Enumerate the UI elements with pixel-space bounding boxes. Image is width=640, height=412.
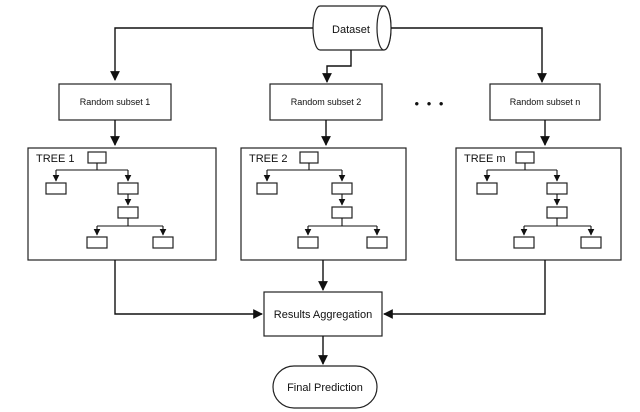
tree-node: [256, 182, 278, 195]
edge-dataset-subset2: [322, 50, 352, 83]
tree-1-panel: TREE 1: [27, 147, 217, 261]
tree-node: [366, 236, 388, 249]
tree-m-panel: TREE m: [455, 147, 622, 261]
tree-node: [297, 236, 319, 249]
edge-dataset-subsetn: [391, 27, 547, 83]
final-prediction-node: [272, 365, 378, 409]
subset-2-label: Random subset 2: [291, 97, 362, 107]
aggregation-box: [263, 291, 383, 337]
tree-1-label: TREE 1: [36, 153, 75, 165]
dataset-label: Dataset: [332, 24, 370, 36]
tree-m-label: TREE m: [464, 153, 506, 165]
tree-node: [117, 206, 139, 219]
subset-2-box: [269, 83, 383, 121]
subset-1-label: Random subset 1: [80, 97, 151, 107]
tree-node: [331, 182, 353, 195]
edge-dataset-subset1: [110, 27, 313, 81]
final-prediction-label: Final Prediction: [287, 382, 363, 394]
tree-node: [331, 206, 353, 219]
tree-node: [476, 182, 498, 195]
dataset-node: Dataset: [312, 5, 392, 51]
tree-node: [87, 151, 107, 164]
subset-1-box: [58, 83, 172, 121]
tree-node: [152, 236, 174, 249]
tree-node: [86, 236, 108, 249]
aggregation-label: Results Aggregation: [274, 309, 372, 321]
edge-treem-aggregation: [383, 260, 546, 319]
tree-node: [580, 236, 602, 249]
tree-node: [546, 206, 568, 219]
tree-2-panel: TREE 2: [240, 147, 407, 261]
ellipsis: • • •: [415, 96, 446, 111]
tree-node: [117, 182, 139, 195]
tree-node: [299, 151, 319, 164]
tree-node: [45, 182, 67, 195]
tree-node: [546, 182, 568, 195]
edge-tree1-aggregation: [114, 260, 263, 319]
tree-node: [513, 236, 535, 249]
tree-node: [515, 151, 535, 164]
tree-2-label: TREE 2: [249, 153, 288, 165]
subset-n-label: Random subset n: [510, 97, 581, 107]
